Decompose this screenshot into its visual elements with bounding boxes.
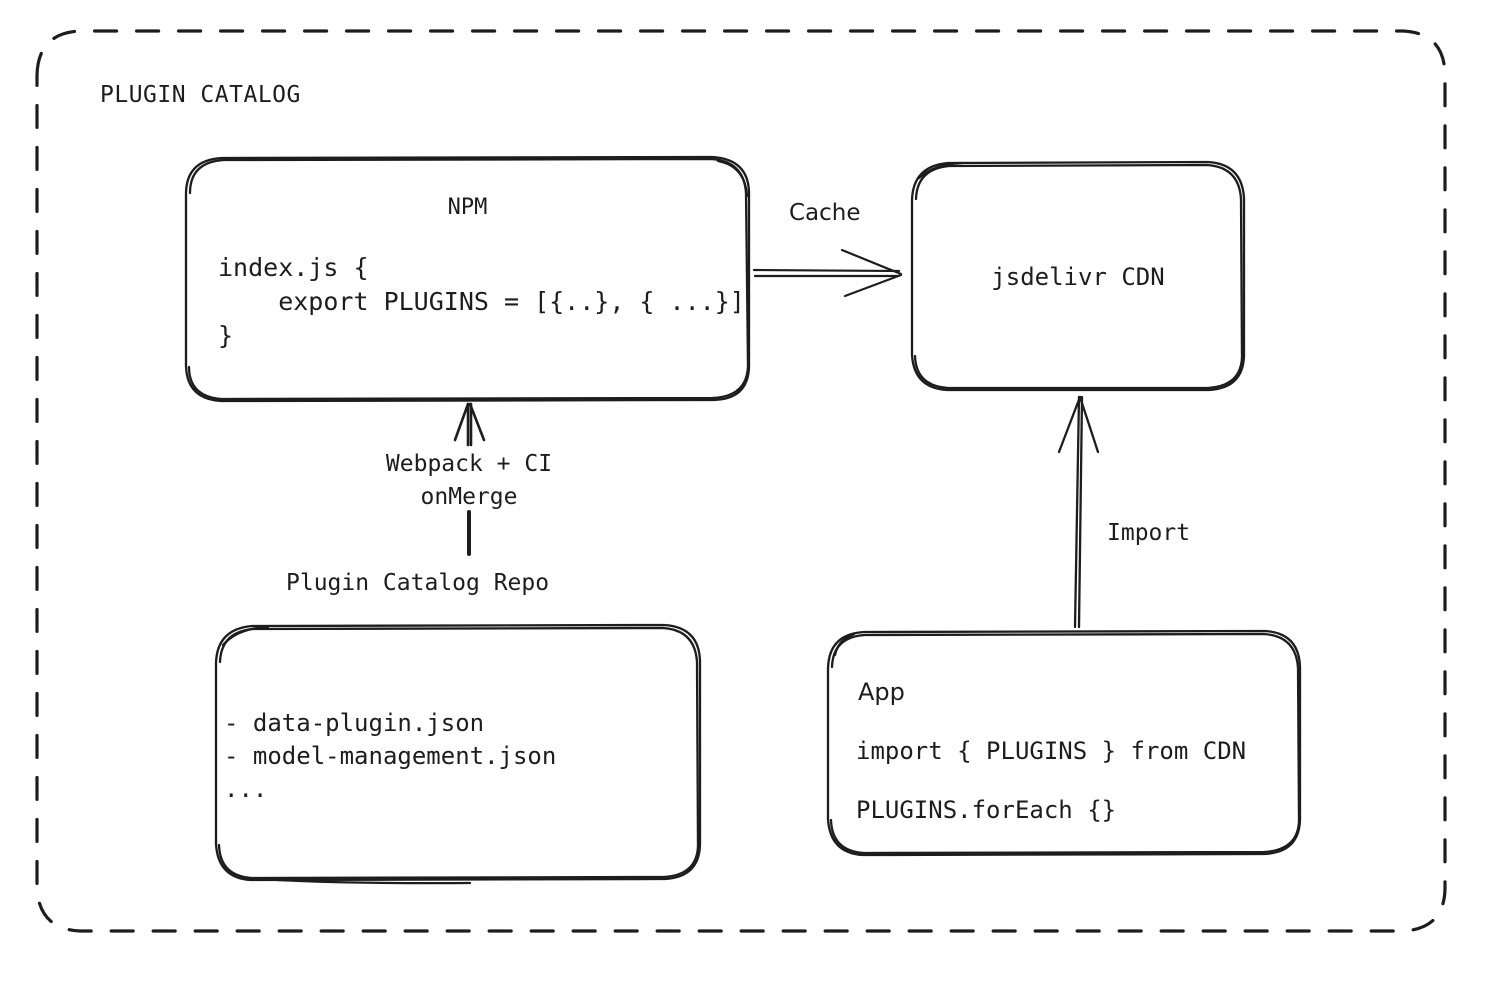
app-code-line-1: import { PLUGINS } from CDN <box>856 737 1247 765</box>
build-edge-label-line-2: onMerge <box>420 483 518 510</box>
npm-code-line-2: export PLUGINS = [{..}, { ...}] <box>218 287 745 316</box>
repo-file-item: - data-plugin.json <box>224 709 485 737</box>
build-edge-label-line-1: Webpack + CI <box>385 451 553 477</box>
import-arrow <box>1057 395 1100 629</box>
import-edge-label: Import <box>1107 520 1191 546</box>
app-node-title: App <box>858 678 905 706</box>
repo-box-outline <box>214 623 702 885</box>
cdn-node-title: jsdelivr CDN <box>991 263 1165 291</box>
build-arrow <box>453 402 486 556</box>
cache-edge-label: Cache <box>789 200 861 226</box>
app-code-line-2: PLUGINS.forEach {} <box>856 796 1117 825</box>
cdn-box-outline <box>910 160 1246 392</box>
npm-node-code: index.js { export PLUGINS = [{..}, { ...… <box>218 251 745 353</box>
app-box-outline <box>826 629 1302 857</box>
npm-node-title: NPM <box>447 195 488 220</box>
npm-box-outline <box>184 155 751 403</box>
npm-code-line-1: index.js { <box>218 253 369 282</box>
repo-node-caption: Plugin Catalog Repo <box>286 570 550 596</box>
repo-file-list: - data-plugin.json - model-management.jso… <box>224 707 556 806</box>
plugin-catalog-container <box>35 29 1447 933</box>
repo-file-item: ... <box>224 775 268 804</box>
cache-arrow <box>752 248 903 298</box>
repo-file-item: - model-management.json <box>224 742 557 771</box>
npm-code-line-3: } <box>218 321 234 350</box>
page-title: PLUGIN CATALOG <box>100 82 301 108</box>
build-edge-label: Webpack + CI onMerge <box>373 448 565 513</box>
app-node-code: import { PLUGINS } from CDN PLUGINS.forEa… <box>856 735 1246 827</box>
